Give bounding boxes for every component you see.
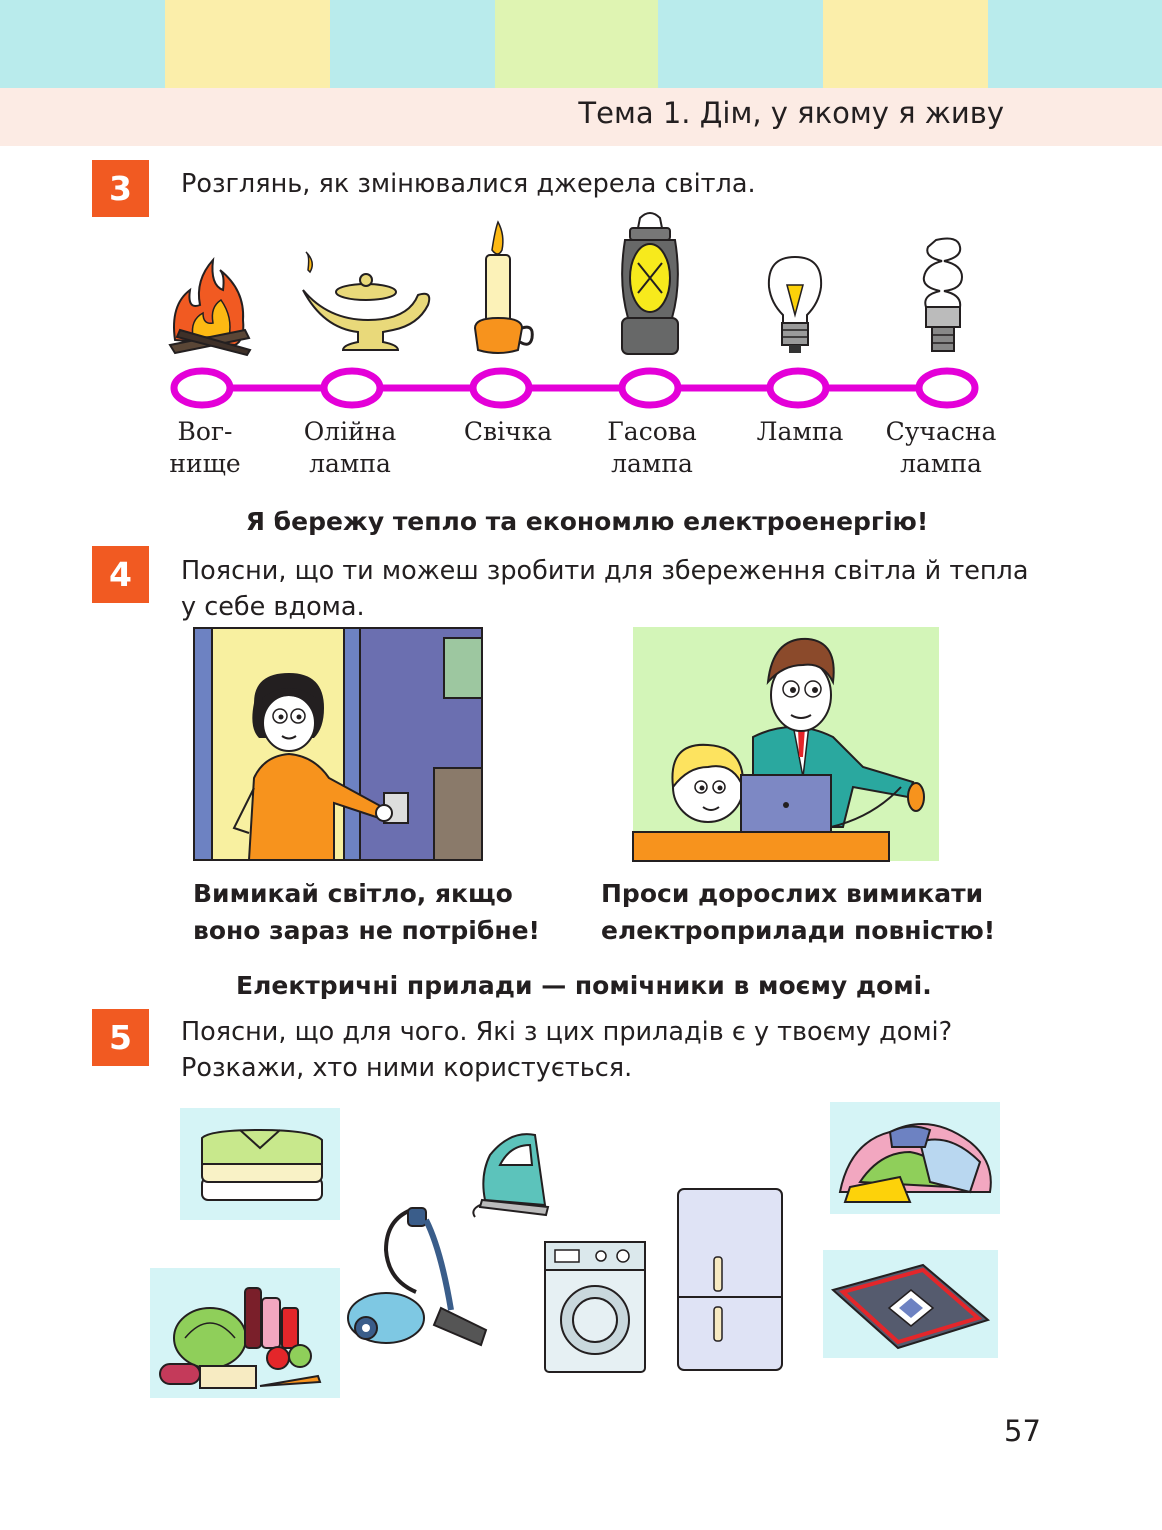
header-stripe	[823, 0, 988, 88]
timeline-node	[320, 367, 384, 409]
page-number: 57	[1004, 1414, 1041, 1448]
timeline-node	[170, 367, 234, 409]
section-heading: Я бережу тепло та економлю електроенергі…	[245, 507, 929, 536]
groceries-icon	[150, 1268, 340, 1398]
header-stripe	[658, 0, 823, 88]
header-stripe	[165, 0, 330, 88]
header-stripe	[330, 0, 495, 88]
task-number-badge: 3	[92, 160, 149, 217]
refrigerator-icon	[677, 1188, 783, 1371]
task-text: Поясни, що ти можеш зробити для збережен…	[181, 556, 1029, 622]
oil-lamp-icon	[302, 251, 431, 351]
candle-icon	[473, 220, 534, 354]
timeline-node	[915, 367, 979, 409]
header-stripe	[988, 0, 1162, 88]
topic-title: Тема 1. Дім, у якому я живу	[578, 96, 1004, 130]
timeline	[170, 367, 979, 409]
timeline-node	[766, 367, 830, 409]
light-source-label: Вог-нище	[169, 417, 241, 478]
light-bulb-icon	[767, 255, 823, 353]
iron-icon	[472, 1133, 550, 1218]
unplugging-laptop-illustration	[632, 627, 939, 862]
vacuum-cleaner-icon	[347, 1207, 488, 1347]
tip-caption: Проси дорослих вимикати електроприлади п…	[601, 879, 996, 945]
cfl-bulb-icon	[922, 237, 964, 352]
rug-icon	[823, 1250, 998, 1358]
washing-machine-icon	[544, 1241, 646, 1373]
laundry-pile-icon	[830, 1102, 1000, 1214]
tip-caption: Вимикай світло, якщо воно зараз не потрі…	[193, 879, 540, 945]
section-heading: Електричні прилади — помічники в моєму д…	[236, 971, 932, 1000]
task-text: Поясни, що для чого. Які з цих приладів …	[181, 1017, 953, 1083]
girl-switching-light-illustration	[193, 627, 483, 861]
timeline-node	[618, 367, 682, 409]
timeline-node	[469, 367, 533, 409]
task-text: Розглянь, як змінювалися джерела світла.	[181, 169, 756, 199]
header-stripe	[495, 0, 658, 88]
header-band	[0, 88, 1162, 146]
campfire-icon	[168, 256, 252, 357]
light-source-label: Лампа	[756, 417, 844, 446]
task-number-badge: 4	[92, 546, 149, 603]
kerosene-lamp-icon	[621, 212, 679, 355]
light-source-label: Свічка	[463, 417, 553, 446]
folded-clothes-icon	[180, 1108, 340, 1220]
task-number-badge: 5	[92, 1009, 149, 1066]
header-stripe	[0, 0, 165, 88]
